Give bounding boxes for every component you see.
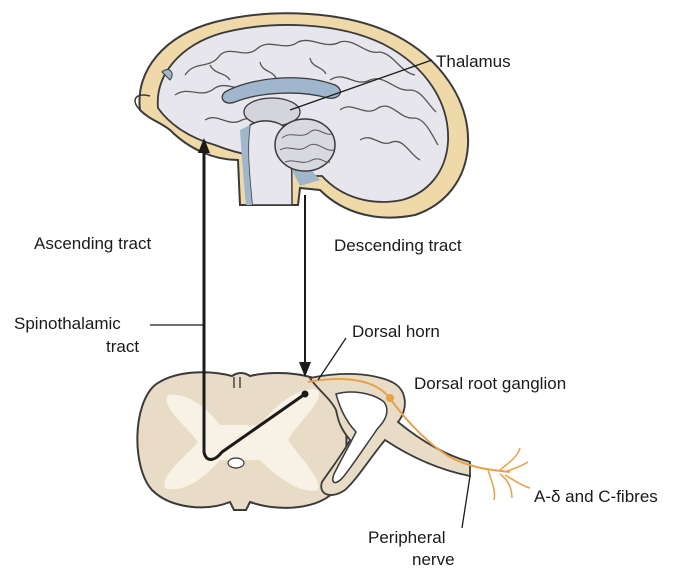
central-canal — [228, 458, 244, 468]
label-spinothalamic: Spinothalamic — [14, 314, 121, 334]
label-peripheral: Peripheral — [368, 528, 446, 548]
peripheral-nerve-leader — [462, 476, 470, 528]
label-fibres: A-δ and C-fibres — [534, 487, 658, 507]
spinal-cord-section — [137, 372, 346, 510]
label-thalamus: Thalamus — [436, 52, 511, 72]
brain-illustration — [135, 13, 468, 217]
label-dorsal-horn: Dorsal horn — [352, 322, 440, 342]
label-spinothalamic-tract: tract — [106, 337, 139, 357]
dorsal-horn-synapse — [302, 391, 309, 398]
label-dorsal-root-ganglion: Dorsal root ganglion — [414, 374, 566, 394]
dorsal-root-ganglion-cell — [386, 394, 394, 402]
label-ascending-tract: Ascending tract — [34, 234, 151, 254]
cerebellum — [275, 119, 335, 171]
label-descending-tract: Descending tract — [334, 236, 462, 256]
label-peripheral-nerve: nerve — [412, 550, 455, 570]
fibre-endings — [488, 448, 530, 500]
